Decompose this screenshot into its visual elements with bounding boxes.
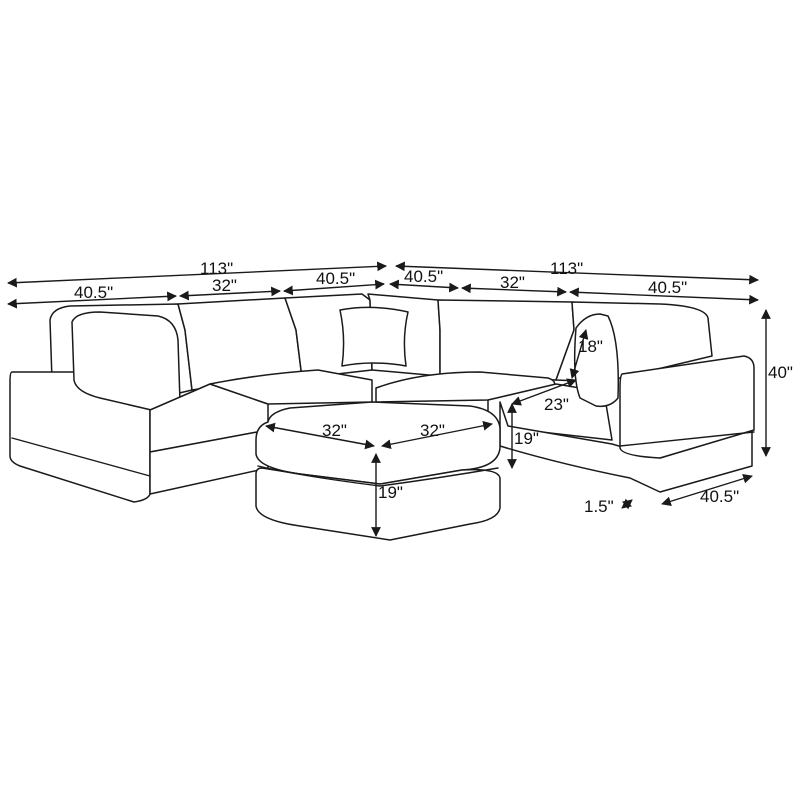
- dim-line-base-height: [621, 498, 633, 510]
- dimension-lines: [7, 261, 771, 537]
- label-base-height: 1.5": [584, 497, 614, 516]
- label-right-arm-width: 40.5": [648, 278, 687, 297]
- label-ottoman-length: 32": [322, 421, 347, 440]
- back-cushion-right-middle: [437, 299, 575, 381]
- dim-line-left-armless: [283, 279, 385, 296]
- label-right-corner-width: 40.5": [404, 267, 443, 286]
- label-backrest-height: 18": [578, 337, 603, 356]
- dim-line-ottoman-width: [381, 420, 493, 450]
- seat-cushion-2: [209, 369, 373, 405]
- dim-line-seat-depth: [511, 378, 577, 406]
- dim-line-left-middle: [179, 286, 281, 301]
- dim-line-right-arm: [569, 287, 759, 305]
- dim-line-ottoman-length: [265, 422, 375, 450]
- label-left-armless-width: 40.5": [316, 269, 355, 288]
- right-arm: [619, 355, 755, 459]
- label-ottoman-width: 32": [420, 421, 445, 440]
- label-seat-depth: 23": [544, 395, 569, 414]
- label-left-corner-width: 40.5": [74, 283, 113, 302]
- dim-line-left-corner: [7, 291, 177, 309]
- left-arm-base-line: [11, 437, 151, 477]
- dim-line-left-overall: [7, 261, 387, 288]
- label-back-height: 40": [768, 363, 793, 382]
- dim-line-right-overall: [395, 261, 759, 285]
- label-ottoman-height: 19": [378, 483, 403, 502]
- sofa-outline: [9, 293, 755, 541]
- right-arm-base-line: [619, 431, 755, 447]
- right-back-pillow: [573, 313, 620, 408]
- label-left-middle-width: 32": [212, 276, 237, 295]
- label-seat-height: 19": [514, 429, 539, 448]
- dim-line-right-middle: [461, 283, 567, 297]
- label-left-overall-width: 113": [200, 259, 233, 278]
- dim-line-backrest-height: [569, 329, 589, 379]
- label-right-overall-width: 113": [550, 259, 583, 278]
- label-arm-depth: 40.5": [700, 487, 739, 506]
- label-right-middle-width: 32": [500, 273, 525, 292]
- dim-line-right-corner: [389, 279, 459, 293]
- accent-pillow: [339, 306, 409, 367]
- dimension-labels: 113" 40.5" 32" 40.5" 113" 40.5" 32" 40.5…: [74, 259, 793, 516]
- dim-line-arm-depth: [661, 473, 753, 507]
